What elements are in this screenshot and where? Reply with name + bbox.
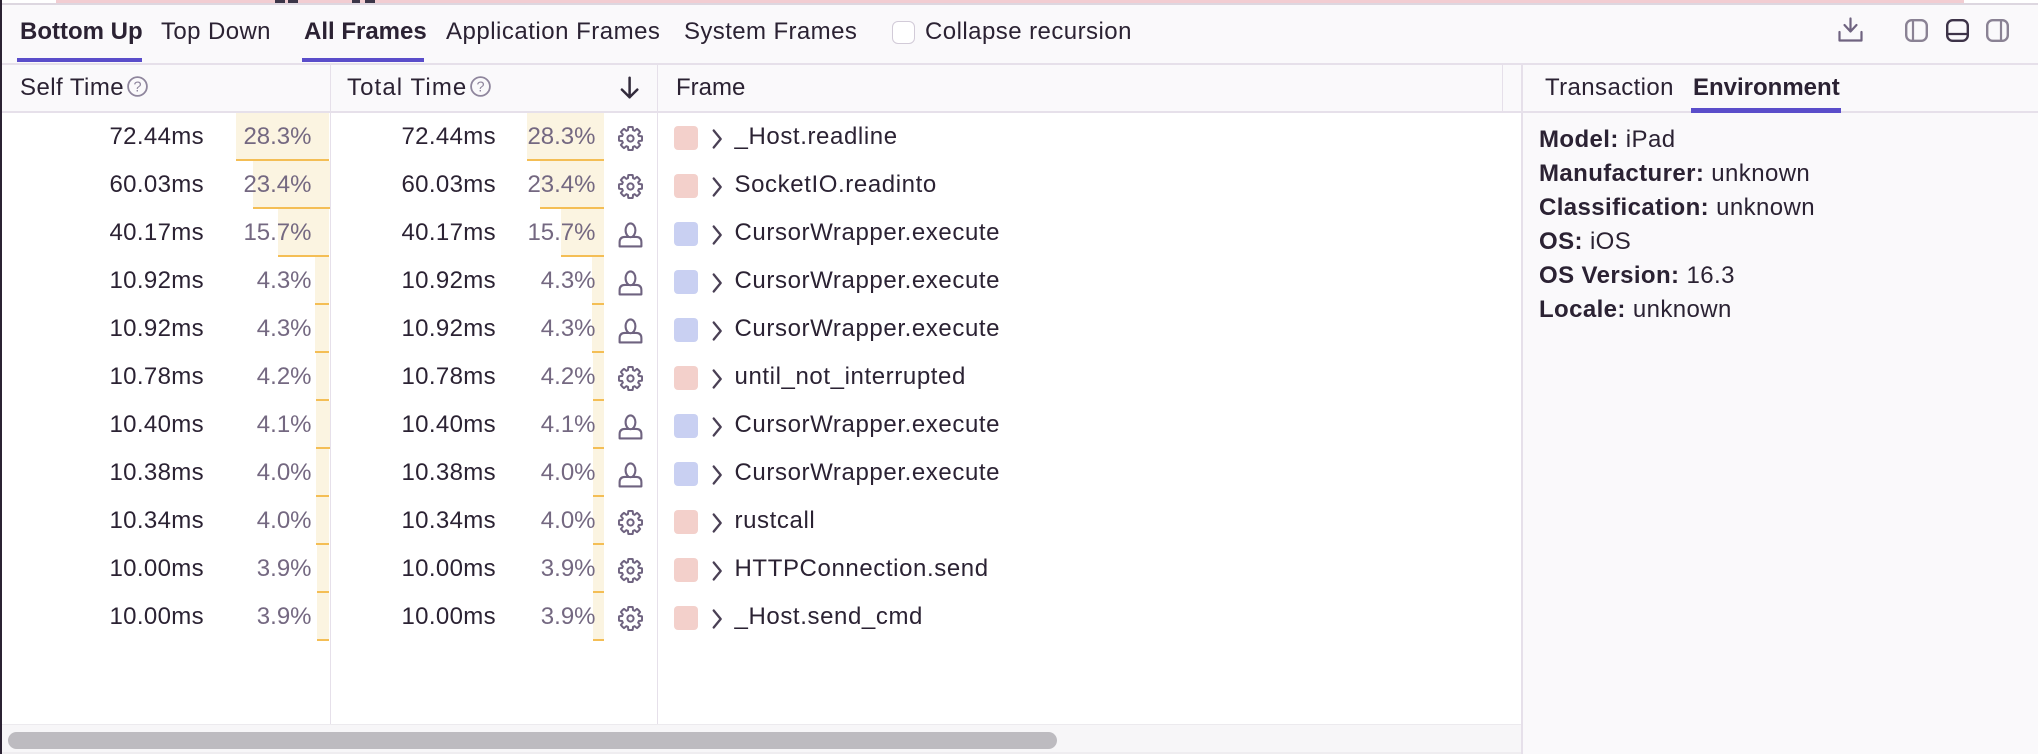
svg-text:?: ?	[476, 79, 484, 95]
svg-text:?: ?	[133, 79, 141, 95]
